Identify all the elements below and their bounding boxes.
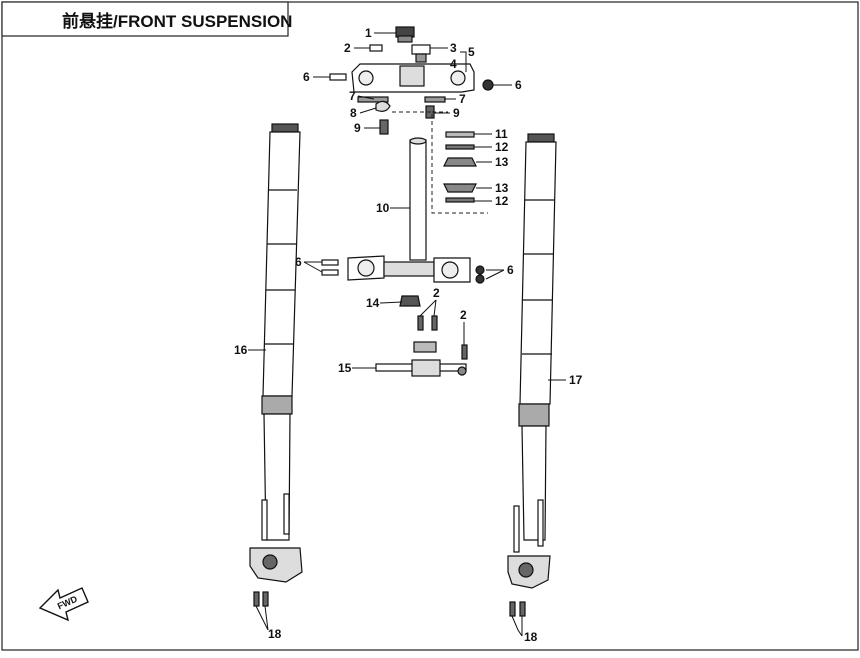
callout-labels: 1 2 3 4 5 6 6 7 7 8 9 9 11 12 13 13 12 1… — [234, 26, 583, 644]
callout-6-lower-left: 6 — [295, 255, 302, 269]
callout-18-right: 18 — [524, 630, 538, 644]
callout-5: 5 — [468, 45, 475, 59]
callout-1: 1 — [365, 26, 372, 40]
callout-17: 17 — [569, 373, 583, 387]
leader-lines — [248, 32, 566, 637]
steering-damper — [375, 341, 467, 377]
page-title: 前悬挂/FRONT SUSPENSION — [62, 11, 292, 31]
lower-triple-clamp — [321, 255, 485, 360]
callout-7-right: 7 — [459, 92, 466, 106]
right-fork-assembly — [507, 133, 557, 617]
callout-15: 15 — [338, 361, 352, 375]
callout-9-left: 9 — [354, 121, 361, 135]
callout-13-upper: 13 — [495, 155, 509, 169]
callout-9-right: 9 — [453, 106, 460, 120]
callout-2-top: 2 — [344, 41, 351, 55]
callout-18-left: 18 — [268, 627, 282, 641]
callout-11: 11 — [495, 127, 508, 141]
upper-triple-clamp — [329, 26, 494, 135]
steering-bearings — [443, 131, 477, 203]
callout-10: 10 — [376, 201, 390, 215]
callout-4: 4 — [450, 57, 457, 71]
callout-6-lower-right: 6 — [507, 263, 514, 277]
callout-12-lower: 12 — [495, 194, 509, 208]
callout-16: 16 — [234, 343, 248, 357]
callout-2-right: 2 — [460, 308, 467, 322]
title-box — [1, 1, 289, 37]
left-fork-assembly — [249, 123, 303, 607]
callout-13-lower: 13 — [495, 181, 509, 195]
callout-3: 3 — [450, 41, 457, 55]
steering-stem — [409, 137, 427, 261]
callout-14: 14 — [366, 296, 380, 310]
callout-6-upper-left: 6 — [303, 70, 310, 84]
callout-2-middle: 2 — [433, 286, 440, 300]
callout-6-upper-right: 6 — [515, 78, 522, 92]
callout-8: 8 — [350, 106, 357, 120]
callout-7-left: 7 — [349, 89, 356, 103]
fwd-arrow-icon: FWD — [38, 587, 89, 622]
callout-12-upper: 12 — [495, 140, 509, 154]
